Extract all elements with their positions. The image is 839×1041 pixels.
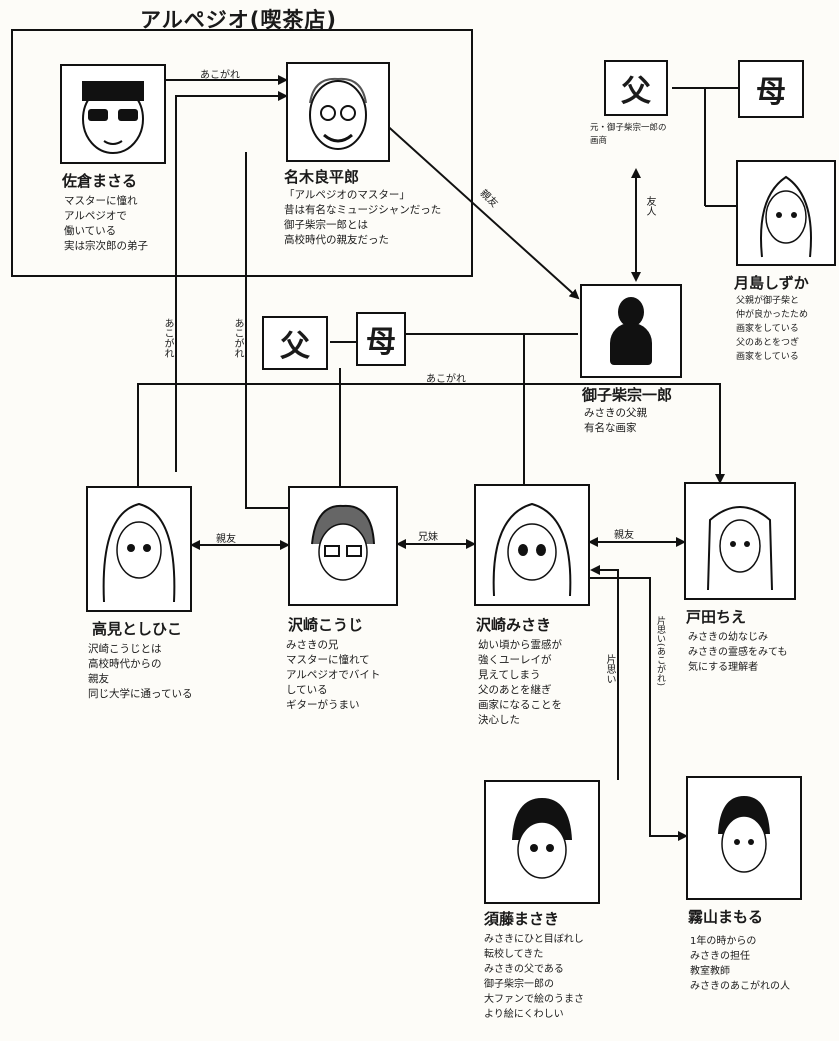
portrait-takami: [86, 486, 192, 612]
face-boy-icon: [512, 798, 572, 879]
label-misaki-toda: 親友: [614, 530, 634, 541]
desc-nagi: 「アルペジオのマスター」昔は有名なミュージシャンだった御子柴宗一郎とは高校時代の…: [284, 189, 442, 246]
label-misaki-kiriyama: 片思い(あこがれ): [655, 616, 665, 687]
name-shizuka: 月島しずか: [734, 274, 809, 292]
desc-kiriyama: 1年の時からのみさきの担任教室教師みさきのあこがれの人: [690, 936, 790, 992]
face-glasses-icon: [82, 81, 144, 154]
portrait-sudo: [484, 780, 600, 904]
edge-akogare-toda: [137, 383, 725, 486]
face-woman-icon: [760, 175, 812, 258]
father-mid-box: 父: [262, 316, 328, 370]
portrait-toda: [684, 482, 796, 600]
name-takami: 高見としひこ: [92, 620, 183, 638]
edge-koji-nagi: [245, 152, 290, 509]
desc-takami: 沢崎こうじとは高校時代からの親友同じ大学に通っている: [88, 643, 193, 700]
portrait-nagi: [286, 62, 390, 162]
edge-sudo-misaki: [590, 565, 619, 780]
label-shizuka-parents: 元・御子柴宗一郎の画商: [590, 123, 667, 146]
desc-koji: みさきの兄マスターに憧れてアルペジオでバイトしているギターがうまい: [286, 639, 381, 711]
name-mikoshiba: 御子柴宗一郎: [582, 386, 673, 404]
name-toda: 戸田ちえ: [686, 608, 747, 626]
label-sakura-nagi: あこがれ: [200, 70, 240, 81]
mother-mid-box: 母: [356, 312, 406, 366]
name-sudo: 須藤まさき: [484, 910, 560, 928]
face-glasses-young-icon: [311, 504, 375, 581]
desc-sakura: マスターに憧れアルペジオで働いている実は宗次郎の弟子: [64, 195, 148, 252]
portrait-shizuka: [736, 160, 836, 266]
edge-takami-nagi: [175, 91, 288, 104]
portrait-kiriyama: [686, 776, 802, 900]
portrait-sakura: [60, 64, 166, 164]
name-misaki: 沢崎みさき: [476, 616, 552, 634]
face-girl-straight-icon: [707, 506, 773, 591]
name-nagi: 名木良平郎: [284, 168, 360, 186]
portrait-misaki: [474, 484, 590, 606]
label-koji-nagi: あこがれ: [232, 318, 243, 358]
name-kiriyama: 霧山まもる: [688, 908, 764, 926]
portrait-mikoshiba: [580, 284, 682, 378]
label-sakura-toda: あこがれ: [426, 374, 466, 385]
name-sakura: 佐倉まさる: [62, 172, 138, 190]
desc-toda: みさきの幼なじみみさきの霊感をみても気にする理解者: [688, 632, 788, 673]
silhouette-icon: [610, 297, 652, 365]
label-takami-nagi: あこがれ: [162, 318, 173, 358]
cafe-frame-title: アルペジオ(喫茶店): [140, 8, 337, 32]
edge-misaki-kiriyama: [590, 577, 688, 841]
face-girl-icon: [492, 502, 572, 597]
mother-top-box: 母: [738, 60, 804, 118]
father-top-box: 父: [604, 60, 668, 116]
name-koji: 沢崎こうじ: [288, 616, 364, 634]
edge-nagi-mikoshiba: [370, 110, 580, 300]
desc-sudo: みさきにひと目ぼれし転校してきたみさきの父である御子柴宗一郎の大ファンで絵のうま…: [484, 934, 584, 1020]
desc-mikoshiba: みさきの父親有名な画家: [584, 407, 647, 434]
portrait-koji: [288, 486, 398, 606]
label-koji-misaki: 兄妹: [418, 532, 438, 543]
face-man-icon: [718, 796, 770, 873]
label-takami-koji: 親友: [216, 534, 236, 545]
face-longhair-icon: [102, 502, 176, 603]
face-elder-icon: [309, 77, 367, 150]
desc-shizuka: 父親が御子柴と仲が良かったため画家をしている父のあとをつぎ画家をしている: [736, 296, 809, 362]
label-sudo-misaki: 片思い: [604, 654, 615, 684]
label-mikoshiba-friend: 友人: [644, 196, 655, 216]
desc-misaki: 幼い頃から霊感が強くユーレイが見えてしまう父のあとを継ぎ画家になることを決心した: [478, 639, 562, 726]
